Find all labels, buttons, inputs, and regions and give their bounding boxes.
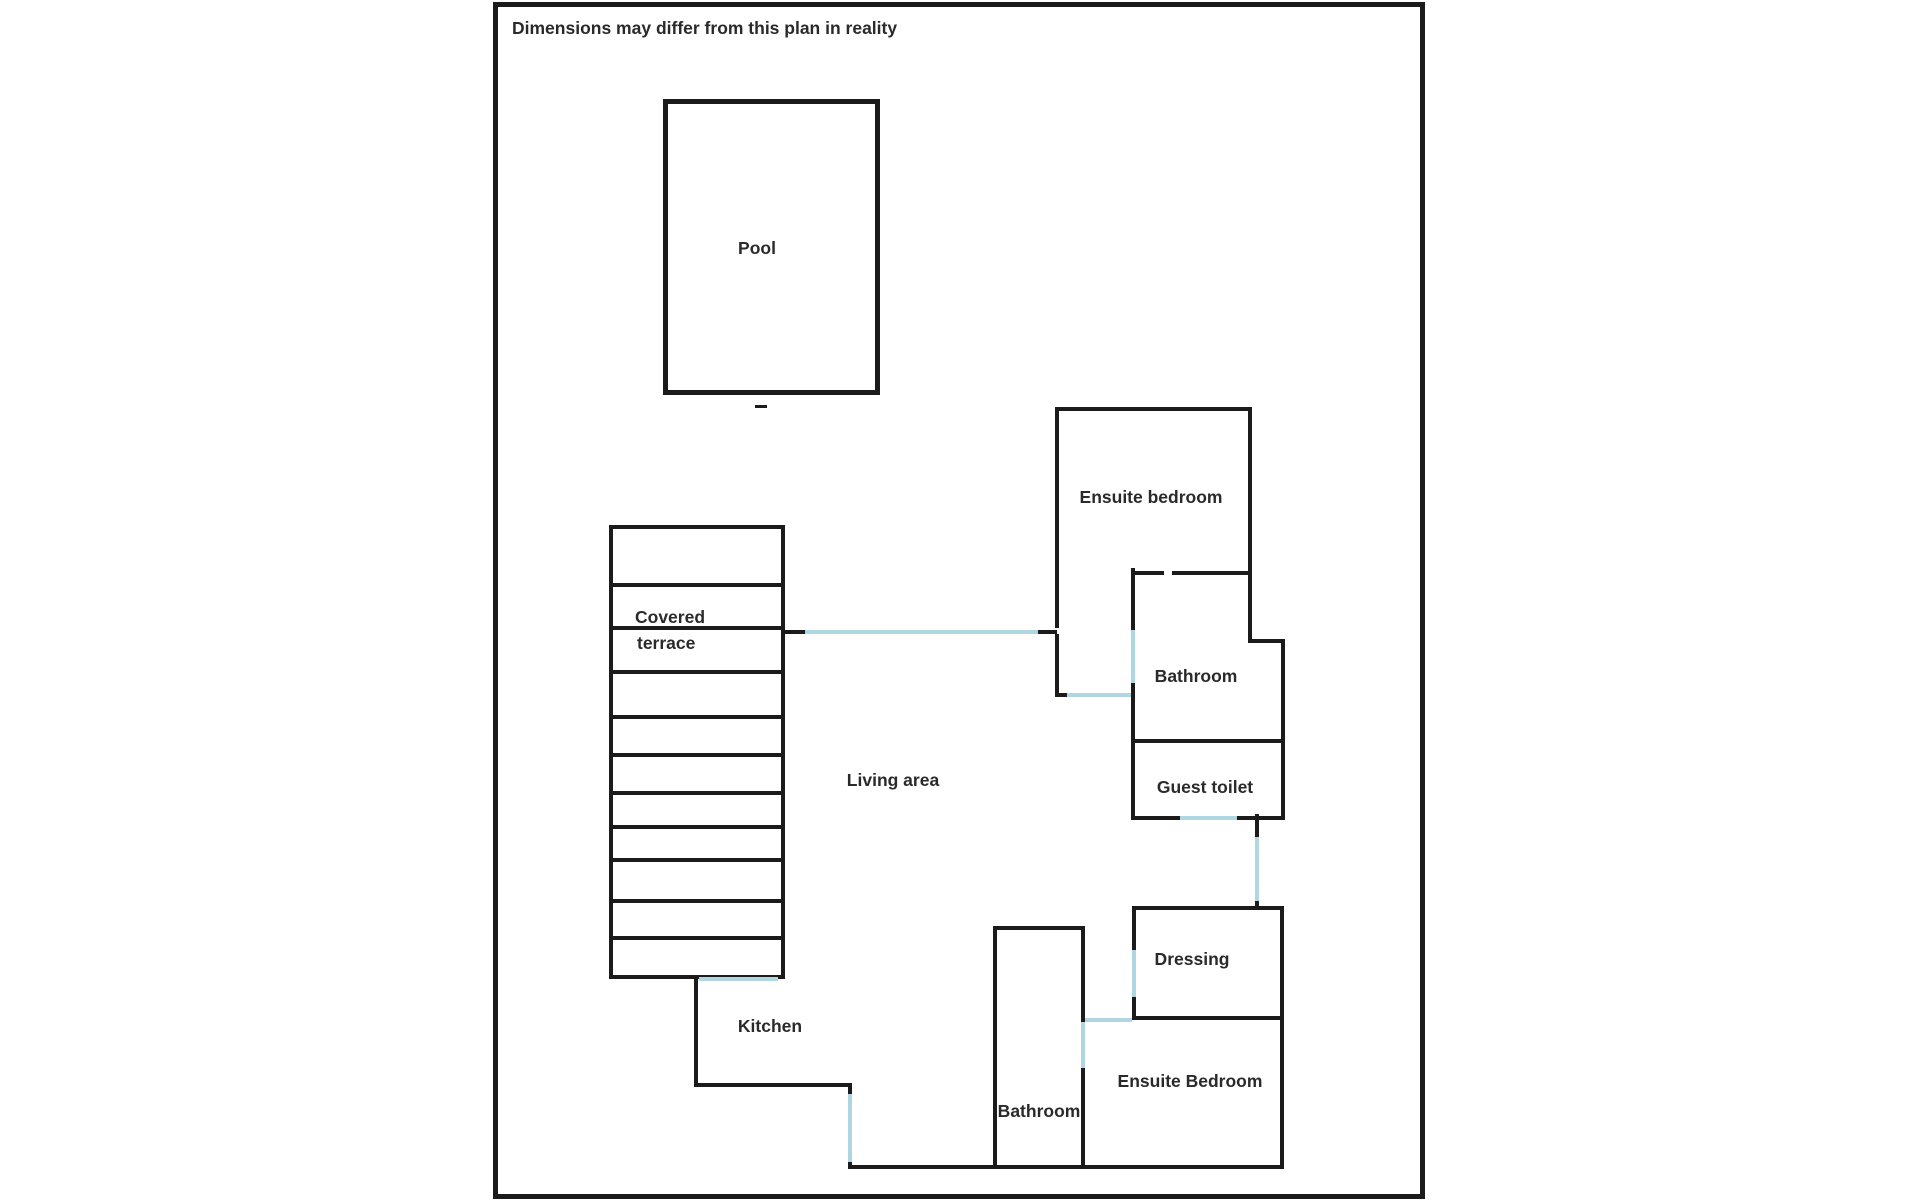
- pool-label: Pool: [738, 237, 776, 258]
- plot-boundary: [493, 2, 1425, 1199]
- wall-segment: [1248, 639, 1283, 643]
- wall-segment: [1132, 1016, 1282, 1020]
- wall-segment: [694, 1083, 852, 1087]
- wall-segment: [1172, 571, 1252, 575]
- wall-segment: [1081, 926, 1085, 1022]
- plan-mark: [755, 405, 767, 408]
- door-opening-kitchen: [848, 1094, 852, 1162]
- wall-segment: [1248, 407, 1252, 643]
- terrace-label-line2: terrace: [637, 632, 696, 653]
- door-opening-dressing: [1132, 950, 1136, 997]
- terrace-slat-line: [609, 825, 785, 829]
- wall-stub: [1055, 693, 1067, 697]
- terrace-slat-line: [609, 670, 785, 674]
- wall-segment: [1055, 407, 1252, 411]
- wall-segment: [1131, 683, 1135, 818]
- door-opening-connector: [1255, 837, 1259, 901]
- wall-stub: [848, 1083, 852, 1094]
- kitchen-label: Kitchen: [737, 1015, 803, 1036]
- door-opening-bathroom-top: [1131, 630, 1135, 683]
- ensuite-bedroom-bottom-label: Ensuite Bedroom: [1117, 1070, 1263, 1091]
- terrace-slat-line: [609, 791, 785, 795]
- terrace-slat-line: [609, 936, 785, 940]
- terrace-outline: [609, 525, 785, 979]
- wall-stub: [785, 630, 805, 634]
- wall-segment: [1131, 816, 1180, 820]
- wall-stub: [1255, 814, 1259, 837]
- door-opening-terrace-kitchen: [699, 977, 778, 981]
- door-opening-bathroom-bottom: [1081, 1022, 1085, 1068]
- wall-segment: [1055, 407, 1059, 628]
- wall-segment: [1132, 906, 1284, 910]
- wall-segment: [1132, 997, 1136, 1020]
- wall-stub: [1255, 901, 1259, 910]
- terrace-slat-line: [609, 626, 785, 630]
- wall-segment: [1131, 571, 1164, 575]
- terrace-slat-line: [609, 583, 785, 587]
- wall-segment: [1132, 906, 1136, 950]
- wall-segment: [993, 926, 997, 1169]
- ensuite-bedroom-top-label: Ensuite bedroom: [1079, 486, 1223, 507]
- wall-segment: [1081, 1068, 1085, 1169]
- guest-toilet-label: Guest toilet: [1156, 776, 1254, 797]
- terrace-slat-line: [609, 715, 785, 719]
- dressing-label: Dressing: [1154, 948, 1230, 969]
- terrace-slat-line: [609, 899, 785, 903]
- wall-segment: [1237, 816, 1285, 820]
- living-area-label: Living area: [846, 769, 940, 790]
- door-opening-bathroom-dressing: [1083, 1018, 1132, 1022]
- wall-segment: [1131, 568, 1135, 630]
- wall-segment: [1281, 639, 1285, 820]
- terrace-slat-line: [609, 753, 785, 757]
- bathroom-top-label: Bathroom: [1154, 665, 1238, 686]
- terrace-label-line1: Covered: [635, 606, 706, 627]
- door-opening-guest-toilet: [1180, 816, 1237, 820]
- wall-segment: [1055, 634, 1059, 695]
- wall-segment: [1131, 739, 1285, 743]
- wall-stub: [1038, 630, 1057, 634]
- wall-segment: [694, 979, 698, 1087]
- bathroom-bottom-label: Bathroom: [997, 1100, 1081, 1121]
- terrace-slat-line: [609, 858, 785, 862]
- wall-segment: [1280, 906, 1284, 1169]
- wall-segment: [995, 926, 1083, 930]
- wall-segment: [848, 1165, 1284, 1169]
- door-opening-terrace-passage: [805, 630, 1038, 634]
- door-opening-ensuite-top: [1067, 693, 1133, 697]
- disclaimer-text: Dimensions may differ from this plan in …: [512, 18, 898, 38]
- pool-outline: [663, 99, 880, 395]
